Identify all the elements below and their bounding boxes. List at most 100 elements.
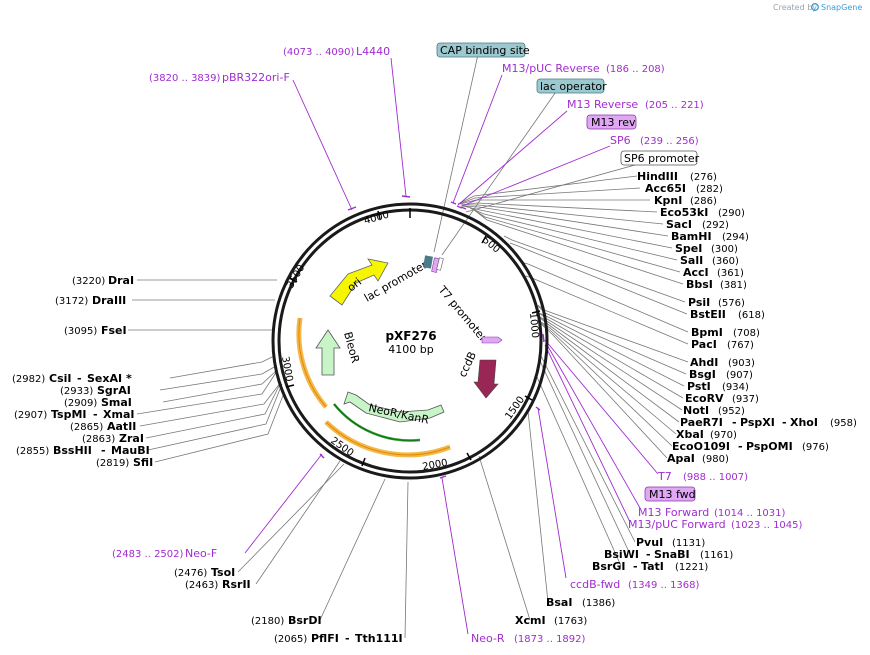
primer-markers bbox=[319, 195, 545, 479]
enzyme-bsgi[interactable]: BsgI bbox=[689, 368, 716, 381]
enzyme-ecoo109i[interactable]: EcoO109I bbox=[672, 440, 730, 453]
svg-text:-: - bbox=[345, 632, 350, 645]
enzyme-bsrgi[interactable]: BsrGI bbox=[592, 560, 625, 573]
enzyme-noti[interactable]: NotI bbox=[683, 404, 709, 417]
primer-neo-f[interactable]: Neo-F bbox=[185, 547, 217, 560]
enzyme-paer7i[interactable]: PaeR7I bbox=[680, 416, 723, 429]
primer-m13-reverse[interactable]: M13 Reverse bbox=[567, 98, 638, 111]
enzyme-pos-xbai: (970) bbox=[710, 430, 737, 441]
svg-text:-: - bbox=[633, 560, 638, 573]
enzyme-bamhi[interactable]: BamHI bbox=[671, 230, 712, 243]
enzyme-xhoi[interactable]: XhoI bbox=[790, 416, 818, 429]
feature-box-m13-rev[interactable]: M13 rev bbox=[586, 114, 637, 130]
primer-sp6[interactable]: SP6 bbox=[610, 134, 631, 147]
enzyme-snabi[interactable]: SnaBI bbox=[654, 548, 690, 561]
enzyme-eco53ki[interactable]: Eco53kI bbox=[660, 206, 708, 219]
enzyme-paci[interactable]: PacI bbox=[691, 338, 717, 351]
enzyme-acci[interactable]: AccI bbox=[683, 266, 709, 279]
enzyme-bsshii[interactable]: BssHII bbox=[53, 444, 92, 457]
enzyme-pos-bsshii: (2855) bbox=[16, 446, 49, 457]
primer-m13-puc-forward[interactable]: M13/pUC Forward bbox=[628, 518, 726, 531]
enzyme-pflfi[interactable]: PflFI bbox=[311, 632, 339, 645]
enzyme-pos-acci: (361) bbox=[717, 268, 744, 279]
enzyme-zrai[interactable]: ZraI bbox=[119, 432, 144, 445]
primer-l4440[interactable]: L4440 bbox=[356, 45, 390, 58]
enzyme-bsteii[interactable]: BstEII bbox=[690, 308, 726, 321]
enzyme-sexai[interactable]: SexAI bbox=[87, 372, 122, 385]
m13-rev-label: M13 rev bbox=[591, 116, 636, 129]
enzyme-fsei[interactable]: FseI bbox=[101, 324, 127, 337]
enzyme-pvui[interactable]: PvuI bbox=[636, 536, 663, 549]
enzyme-draiii[interactable]: DraIII bbox=[92, 294, 126, 307]
enzyme-bsrdi[interactable]: BsrDI bbox=[288, 614, 322, 627]
enzyme-ahdi[interactable]: AhdI bbox=[690, 356, 718, 369]
enzyme-saci[interactable]: SacI bbox=[666, 218, 692, 231]
enzyme-star: * bbox=[126, 372, 132, 385]
enzyme-sali[interactable]: SalI bbox=[680, 254, 703, 267]
enzyme-psti[interactable]: PstI bbox=[687, 380, 711, 393]
tick-label-1000: 1000 bbox=[527, 312, 540, 338]
enzyme-apai[interactable]: ApaI bbox=[667, 452, 695, 465]
enzyme-pos-eco53ki: (290) bbox=[718, 208, 745, 219]
enzyme-pos-fsei: (3095) bbox=[64, 326, 97, 337]
feature-bleor[interactable]: BleoR bbox=[315, 329, 362, 376]
enzyme-sfii[interactable]: SfiI bbox=[133, 456, 153, 469]
enzyme-bpmi[interactable]: BpmI bbox=[691, 326, 723, 339]
feature-box-sp6-promoter[interactable]: SP6 promoter bbox=[620, 150, 700, 166]
primer-t7[interactable]: T7 bbox=[657, 470, 672, 483]
enzyme-pos-bsgi: (907) bbox=[726, 370, 753, 381]
cap-binding-site-label: CAP binding site bbox=[440, 44, 530, 57]
feature-label-ccdb: ccdB bbox=[456, 350, 479, 380]
enzyme-aatii[interactable]: AatII bbox=[107, 420, 136, 433]
svg-text:-: - bbox=[782, 416, 787, 429]
enzyme-tsoi[interactable]: TsoI bbox=[211, 566, 235, 579]
feature-ccdb[interactable]: ccdB bbox=[456, 350, 499, 399]
enzyme-psii[interactable]: PsiI bbox=[688, 296, 710, 309]
enzyme-ecorv[interactable]: EcoRV bbox=[685, 392, 724, 405]
credit-brand: SnapGene bbox=[821, 3, 862, 12]
enzyme-xmai[interactable]: XmaI bbox=[103, 408, 134, 421]
enzyme-smai[interactable]: SmaI bbox=[101, 396, 132, 409]
enzyme-pos-sgrai: (2933) bbox=[60, 386, 93, 397]
enzyme-drai[interactable]: DraI bbox=[108, 274, 134, 287]
enzyme-sgrai[interactable]: SgrAI bbox=[97, 384, 131, 397]
enzyme-tspmi[interactable]: TspMI bbox=[51, 408, 87, 421]
enzyme-pos-bbsi: (381) bbox=[720, 280, 747, 291]
primer-m13-puc-reverse[interactable]: M13/pUC Reverse bbox=[502, 62, 600, 75]
feature-label-neor-kanr: NeoR/KanR bbox=[367, 401, 430, 427]
enzyme-maubi[interactable]: MauBI bbox=[111, 444, 150, 457]
boxed-feature-labels: CAP binding site lac operator M13 rev SP… bbox=[436, 42, 700, 502]
feature-box-lac-operator[interactable]: lac operator bbox=[536, 78, 607, 94]
enzyme-bsai[interactable]: BsaI bbox=[546, 596, 572, 609]
feature-box-cap-binding-site[interactable]: CAP binding site bbox=[436, 42, 530, 58]
enzyme-pos-paer7i: (958) bbox=[830, 418, 857, 429]
enzyme-pos-ecorv: (937) bbox=[732, 394, 759, 405]
primer-ccdb-fwd[interactable]: ccdB-fwd bbox=[570, 578, 620, 591]
enzyme-pspxi[interactable]: PspXI bbox=[740, 416, 775, 429]
enzyme-bbsi[interactable]: BbsI bbox=[686, 278, 713, 291]
primer-pbr322ori-f[interactable]: pBR322ori-F bbox=[222, 71, 290, 84]
enzyme-tati[interactable]: TatI bbox=[641, 560, 664, 573]
feature-neor-kanr[interactable]: NeoR/KanR bbox=[343, 391, 445, 427]
primer-m13-forward[interactable]: M13 Forward bbox=[638, 506, 709, 519]
enzyme-xcmi[interactable]: XcmI bbox=[515, 614, 546, 627]
svg-text:-: - bbox=[77, 372, 82, 385]
enzyme-acc65i[interactable]: Acc65I bbox=[645, 182, 686, 195]
primer-range-ccdb-fwd: (1349 .. 1368) bbox=[628, 580, 700, 591]
enzyme-kpni[interactable]: KpnI bbox=[654, 194, 682, 207]
enzyme-rsrii[interactable]: RsrII bbox=[222, 578, 251, 591]
enzyme-xbai[interactable]: XbaI bbox=[676, 428, 704, 441]
enzyme-pos-draiii: (3172) bbox=[55, 296, 88, 307]
feature-box-m13-fwd[interactable]: M13 fwd bbox=[644, 486, 696, 502]
enzyme-pspomi[interactable]: PspOMI bbox=[746, 440, 793, 453]
svg-text:-: - bbox=[93, 408, 98, 421]
enzyme-tth111i[interactable]: Tth111I bbox=[355, 632, 403, 645]
left-enzyme-labels: (3220) DraI (3172) DraIII (3095) FseI (2… bbox=[12, 274, 403, 645]
enzyme-spei[interactable]: SpeI bbox=[675, 242, 702, 255]
feature-label-bleor: BleoR bbox=[341, 330, 362, 364]
enzyme-csii[interactable]: CsiI bbox=[49, 372, 71, 385]
enzyme-hindiii[interactable]: HindIII bbox=[637, 170, 678, 183]
enzyme-bsiwi[interactable]: BsiWI bbox=[604, 548, 639, 561]
primer-neo-r[interactable]: Neo-R bbox=[471, 632, 505, 645]
enzyme-pos-pvui: (1131) bbox=[672, 538, 705, 549]
